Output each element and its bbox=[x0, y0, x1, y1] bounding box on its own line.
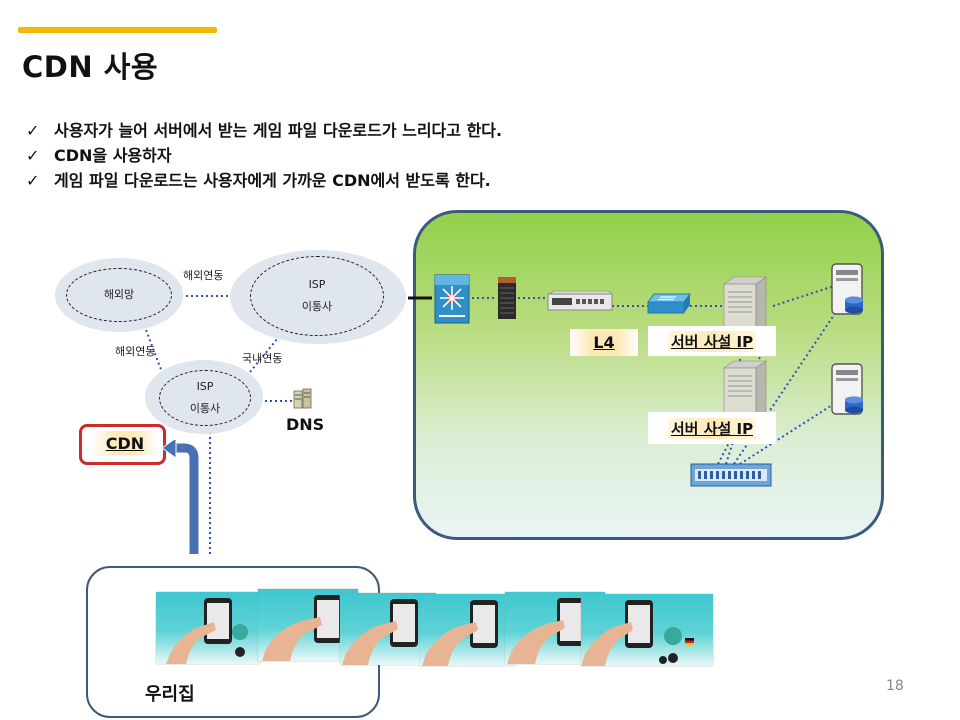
bullet-item: ✓ 사용자가 늘어 서버에서 받는 게임 파일 다운로드가 느리다고 한다. bbox=[26, 118, 502, 143]
storage-array-icon bbox=[690, 463, 772, 487]
bullet-text: 게임 파일 다운로드는 사용자에게 가까운 CDN에서 받도록 한다. bbox=[54, 171, 491, 190]
database-server-icon bbox=[820, 362, 868, 418]
overseas-link-label-left: 해외연동 bbox=[115, 345, 156, 358]
server-private-ip-label: 서버 사설 IP bbox=[648, 326, 776, 356]
dns-label: DNS bbox=[286, 415, 325, 434]
datacenter-area bbox=[413, 210, 884, 540]
accent-bar bbox=[18, 27, 217, 33]
domestic-link-line bbox=[249, 337, 279, 373]
server-private-ip-label: 서버 사설 IP bbox=[648, 412, 776, 444]
check-icon: ✓ bbox=[26, 146, 40, 165]
isp-bottom-line1: ISP bbox=[196, 380, 214, 393]
isp-top-ellipse: ISP 이통사 bbox=[250, 256, 384, 336]
cdn-label: CDN bbox=[92, 431, 158, 455]
server-icon bbox=[720, 360, 768, 420]
bullet-item: ✓ CDN을 사용하자 bbox=[26, 143, 502, 168]
firewall-icon bbox=[497, 276, 517, 320]
bullet-list: ✓ 사용자가 늘어 서버에서 받는 게임 파일 다운로드가 느리다고 한다. ✓ C… bbox=[26, 118, 502, 193]
server-icon bbox=[720, 276, 768, 336]
check-icon: ✓ bbox=[26, 121, 40, 140]
domestic-link-label: 국내연동 bbox=[242, 352, 283, 365]
upload-arrow-icon bbox=[161, 440, 201, 554]
home-label: 우리집 bbox=[145, 684, 195, 705]
page-number: 18 bbox=[886, 678, 904, 694]
isp-bottom-ellipse: ISP 이통사 bbox=[159, 370, 251, 426]
overseas-network-ellipse: 해외망 bbox=[66, 268, 172, 322]
bullet-item: ✓ 게임 파일 다운로드는 사용자에게 가까운 CDN에서 받도록 한다. bbox=[26, 168, 502, 193]
smartphone-photo bbox=[420, 594, 516, 666]
smartphone-photo bbox=[581, 594, 713, 666]
smartphone-photo bbox=[505, 592, 605, 664]
smartphone-photo bbox=[156, 592, 260, 664]
overseas-link-label: 해외연동 bbox=[183, 269, 224, 282]
isp-top-line2: 이통사 bbox=[301, 300, 333, 313]
server-private-ip-text: 서버 사설 IP bbox=[667, 417, 757, 439]
core-switch-icon bbox=[434, 274, 470, 324]
isp-top-line1: ISP bbox=[308, 278, 326, 291]
database-server-icon bbox=[820, 262, 868, 318]
server-db-line bbox=[772, 285, 835, 307]
check-icon: ✓ bbox=[26, 171, 40, 190]
isp-bottom-line2: 이통사 bbox=[189, 402, 221, 415]
l4-switch-icon bbox=[546, 290, 614, 314]
slide-title: CDN 사용 bbox=[22, 50, 159, 84]
bullet-text: 사용자가 늘어 서버에서 받는 게임 파일 다운로드가 느리다고 한다. bbox=[54, 121, 503, 140]
dns-server-icon bbox=[293, 388, 313, 410]
bullet-text: CDN을 사용하자 bbox=[54, 146, 172, 165]
overseas-network-label: 해외망 bbox=[103, 288, 135, 301]
network-switch-icon bbox=[646, 292, 692, 316]
server-private-ip-text: 서버 사설 IP bbox=[667, 330, 757, 352]
l4-label: L4 bbox=[570, 329, 638, 356]
